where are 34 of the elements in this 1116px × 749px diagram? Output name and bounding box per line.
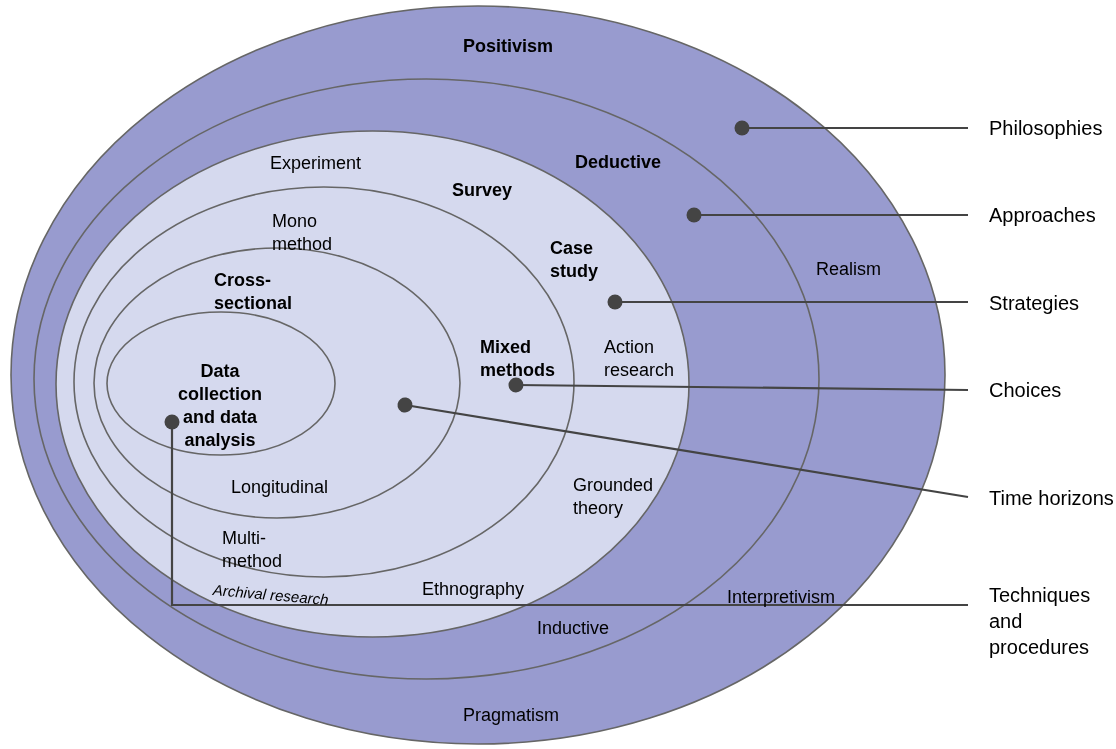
layer-name: Choices [989,377,1114,403]
layer-label: Survey [452,179,514,202]
leader-line [397,397,969,499]
layer-label: Ethnography [422,578,526,601]
layer-label: Multi-method [222,527,284,573]
leader-line [686,207,968,223]
leader-line [164,414,968,607]
onion-layer [106,311,336,456]
layer-label: Data collection and data analysis [177,360,263,452]
layer-name: Time horizons [989,485,1114,511]
layer-label: Mixed methods [480,336,556,382]
layer-name: Techniques and procedures [989,582,1114,660]
onion-layer [55,130,690,638]
layer-label: Action research [604,336,676,382]
layer-label: Grounded theory [573,474,655,520]
layer-name: Strategies [989,290,1114,316]
layer-label: Cross-sectional [214,269,294,315]
leader-line [734,120,968,136]
layer-label: Deductive [575,151,663,174]
layer-label: Pragmatism [463,704,561,727]
layer-label: Interpretivism [727,586,837,609]
layer-name: Philosophies [989,115,1114,141]
leader-line [508,377,968,393]
layer-name: Approaches [989,202,1114,228]
onion-layer [10,5,946,745]
layer-label: Realism [816,258,882,281]
layer-label: Case study [550,237,599,283]
layer-label: Experiment [270,152,363,175]
layer-label: Inductive [537,617,611,640]
layer-label: Longitudinal [231,476,330,499]
layer-label: Positivism [463,35,555,58]
layer-label: Mono method [272,210,334,256]
leader-line [607,294,968,310]
layer-label: Archival research [212,580,330,610]
